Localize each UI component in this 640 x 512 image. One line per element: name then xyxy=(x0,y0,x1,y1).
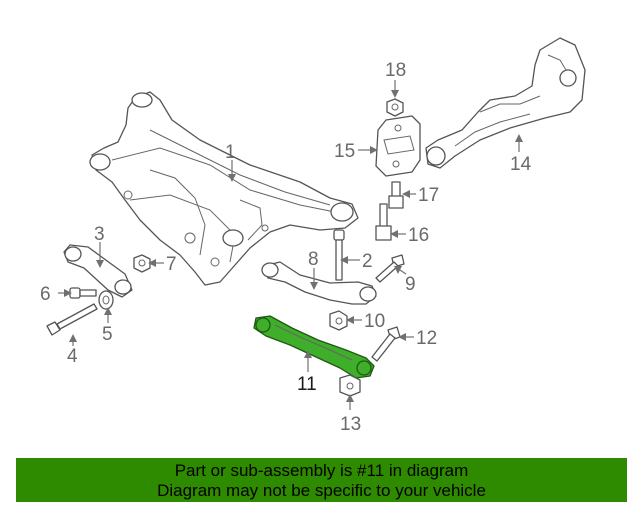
info-banner: Part or sub-assembly is #11 in diagram D… xyxy=(16,458,627,502)
label-18: 18 xyxy=(385,60,406,81)
part-6-bolt xyxy=(69,287,97,299)
part-16-bolt xyxy=(375,203,392,241)
label-1: 1 xyxy=(225,142,236,163)
label-3: 3 xyxy=(94,224,105,245)
part-15-bracket xyxy=(375,115,421,177)
part-8-upper-arm xyxy=(261,261,377,305)
part-17-bolt xyxy=(388,181,404,209)
label-4: 4 xyxy=(67,346,78,367)
label-8: 8 xyxy=(308,249,319,270)
label-5: 5 xyxy=(102,324,113,345)
label-7: 7 xyxy=(166,254,177,275)
label-2: 2 xyxy=(362,251,373,272)
part-12-bolt xyxy=(371,326,401,362)
label-9: 9 xyxy=(405,274,416,295)
leader-lines xyxy=(58,80,523,410)
part-7-nut xyxy=(133,254,151,273)
callout-labels: 1 2 3 4 5 6 7 8 9 10 11 12 13 14 15 16 1… xyxy=(40,60,532,435)
part-5-washer xyxy=(98,290,114,310)
label-6: 6 xyxy=(40,284,51,305)
label-15: 15 xyxy=(334,141,355,162)
part-3-link xyxy=(63,244,133,298)
part-1-crossmember xyxy=(89,91,359,286)
part-10-nut xyxy=(329,310,348,331)
part-14-knuckle-arm xyxy=(425,37,586,169)
label-10: 10 xyxy=(364,311,385,332)
label-16: 16 xyxy=(408,225,429,246)
exploded-parts-diagram: 1 2 3 4 5 6 7 8 9 10 11 12 13 14 15 16 1… xyxy=(40,37,586,435)
banner-line-part-info: Part or sub-assembly is #11 in diagram xyxy=(174,461,469,480)
part-2-bolt xyxy=(333,229,345,281)
label-12: 12 xyxy=(416,328,437,349)
label-14: 14 xyxy=(510,154,532,175)
part-11-lower-arm-highlighted[interactable] xyxy=(253,315,375,379)
label-11: 11 xyxy=(297,374,317,395)
label-13: 13 xyxy=(340,414,361,435)
label-17: 17 xyxy=(418,185,439,206)
part-13-nut xyxy=(339,374,361,397)
banner-line-disclaimer: Diagram may not be specific to your vehi… xyxy=(157,481,486,500)
part-18-nut xyxy=(386,98,404,117)
part-4-bolt xyxy=(46,303,98,336)
